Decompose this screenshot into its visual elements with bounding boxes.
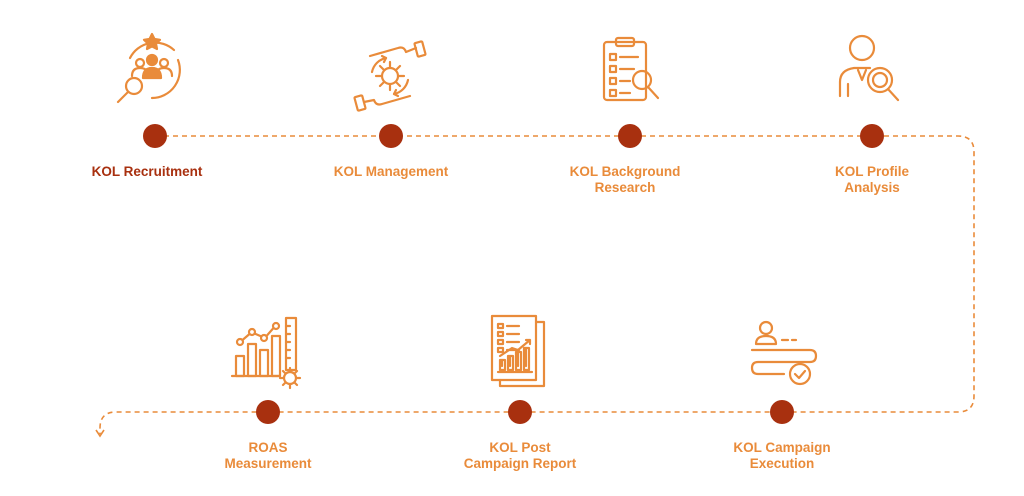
step-marker-management: [379, 124, 403, 148]
step-label-profile-analysis: KOL Profile Analysis: [834, 164, 909, 195]
step-label-background-research: KOL Background Research: [569, 164, 681, 195]
step-marker-post-campaign-report: [508, 400, 532, 424]
person-magnifier-icon: [828, 30, 908, 110]
step-marker-profile-analysis: [860, 124, 884, 148]
step-label-post-campaign-report: KOL Post Campaign Report: [463, 440, 577, 471]
step-label-roas-measurement: ROAS Measurement: [224, 440, 312, 471]
step-marker-campaign-execution: [770, 400, 794, 424]
checklist-magnifier-icon: [590, 34, 670, 114]
user-progress-check-icon: [742, 316, 822, 396]
step-marker-recruitment: [143, 124, 167, 148]
step-marker-background-research: [618, 124, 642, 148]
recruitment-search-people-icon: [112, 30, 192, 110]
report-document-chart-icon: [480, 310, 560, 390]
hands-gear-cycle-icon: [350, 36, 430, 116]
bar-chart-gear-icon: [228, 314, 308, 394]
step-label-management: KOL Management: [333, 164, 449, 179]
step-label-recruitment: KOL Recruitment: [91, 164, 203, 179]
step-marker-roas-measurement: [256, 400, 280, 424]
step-label-campaign-execution: KOL Campaign Execution: [733, 440, 831, 471]
